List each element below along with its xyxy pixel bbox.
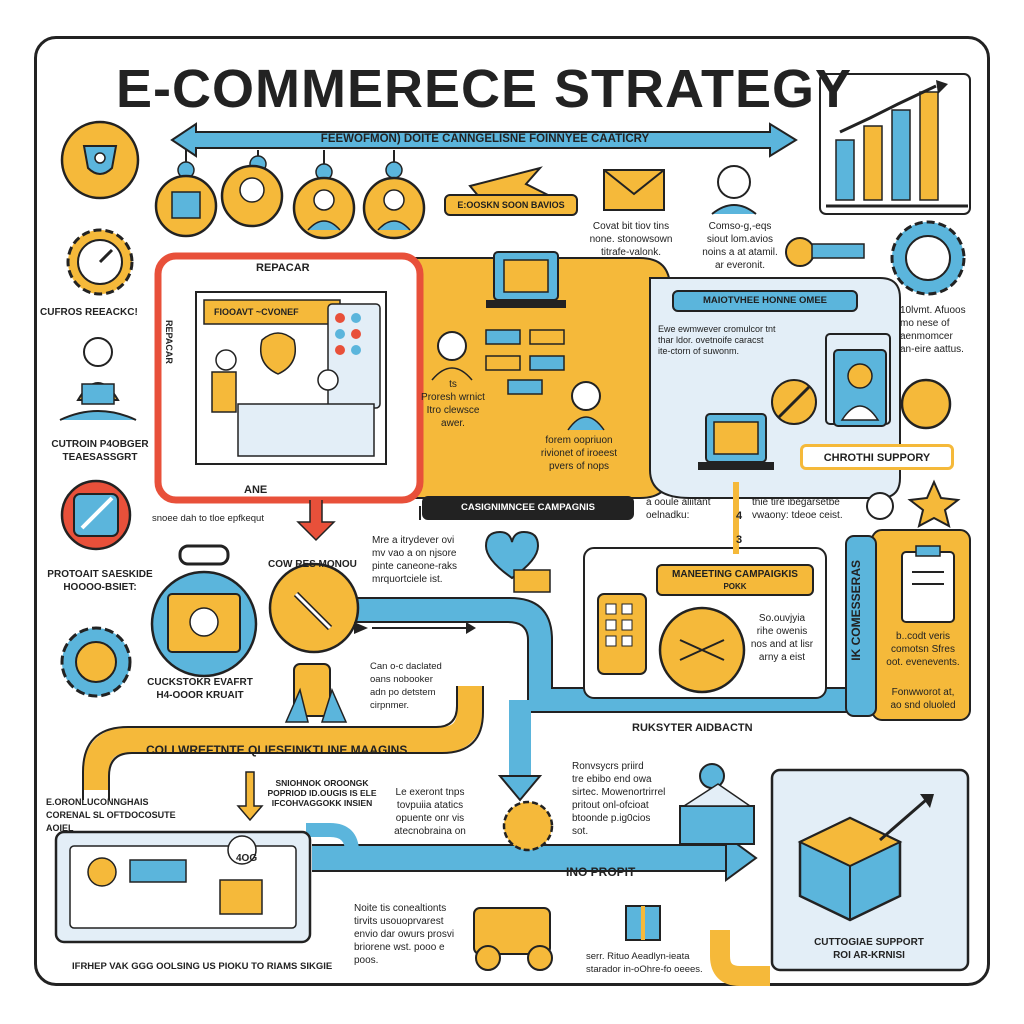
herps-text: serr. Rituo Aeadlyn-ieata starador in-oO… (586, 951, 703, 975)
comso-text: Comso-g,-eqs siout lom.avios noins a at … (702, 221, 778, 271)
cube-arrows-icon (797, 794, 934, 922)
g-badge: 4OG (236, 853, 258, 864)
medallion-row (154, 150, 426, 240)
ewe-text: Ewe ewmwever cromulcor tnt thar ldor. ov… (658, 324, 776, 356)
vertical-strip-label: IK COMESSERAS (849, 560, 863, 661)
gift-box-icon (625, 905, 661, 941)
compass-icon (502, 800, 554, 852)
certificate-portrait-icon (825, 333, 891, 427)
thie-tire-text: thie tire ibegarsetbe vwaony: tdeoe ceis… (752, 497, 843, 521)
customer-research-label: CUFROS REEACKC! (40, 307, 138, 318)
delivery-truck-icon (473, 907, 553, 971)
person-laptop-icon (59, 337, 137, 421)
pipe-arrowhead-1 (354, 622, 368, 634)
eronun-label: E.ORONLUCONNGHAIS CORENAL SL OFTDOCOSUTE… (46, 797, 176, 833)
protoait-label: PROTOAIT SAESKIDE HOOOO-BSIET: (47, 569, 153, 593)
shop-scene-illustration (195, 291, 387, 465)
tolvmt-text: 10lvmt. Afuoos mo nese of aenmomcer an-e… (900, 305, 966, 355)
center-right-monitor-icon (698, 413, 774, 470)
step-one-marker: 4 (736, 510, 743, 522)
cuckstokr-label: CUCKSTOKR EVAFRT H4-OOOR KRUAIT (147, 677, 253, 701)
marketing-campaigns-sub: POKK (723, 582, 747, 591)
dial-icon (890, 220, 966, 296)
yellow-pipe-lower (83, 686, 483, 790)
cutroin-label: CUTROIN P4OBGER TEAESASSGRT (51, 439, 149, 463)
marketing-campaigns-box: MANEETING CAMPAIGKIS POKK (656, 564, 814, 596)
mre-text: Mre a itrydever ovi mv vao a on njsore p… (372, 535, 458, 585)
pipe-arrowhead-2 (466, 622, 476, 634)
trophy-emblem-icon (60, 120, 140, 200)
cowres-label: COW RES MONOU (268, 559, 357, 570)
house-icon (866, 492, 894, 520)
casignimncee-box: CASIGNIMNCEE CAMPAGNIS (422, 496, 634, 520)
footer-text: IFRHEP VAK GGG OOLSING US PIOKU TO RIAMS… (72, 961, 333, 972)
wrench-circle-icon (268, 562, 360, 654)
panel-sign: FIOOAVT ~CVONEF (214, 307, 299, 317)
screen-content (87, 835, 263, 915)
person-head-icon (711, 165, 757, 215)
panel-caption: ANE (244, 484, 268, 496)
top-banner-arrow (170, 122, 798, 158)
blue-flow-pipe-upper-outline (330, 540, 893, 713)
top-banner-text: FEEWOFMON) DOITE CANNGELISNE FOINNYEE CA… (320, 133, 650, 145)
dollar-coin-icon (900, 378, 952, 430)
b-codt-text: b..codt veris comotsn Sfres oot. eveneve… (886, 631, 960, 668)
red-down-arrow (296, 500, 336, 542)
can-oc-text: Can o-c daclated oans nobooker adn po de… (370, 661, 442, 711)
yellow-small-down-arrow (236, 771, 264, 822)
collwreftnte-label: COLLWREFTNTE QLIESEINKTLINE MAAGINS (146, 743, 408, 757)
envelope-icon (603, 169, 665, 211)
marketing-campaigns-title: MANEETING CAMPAIGKIS (672, 569, 798, 580)
clipboard-icon (901, 545, 955, 623)
blue-down-arrowhead (497, 775, 543, 802)
maiotvhee-box: MAIOTVHEE HONNE OMEE (672, 290, 858, 312)
blue-right-vertical (845, 535, 877, 717)
hands-phone-icon (284, 663, 348, 723)
outer-frame (34, 36, 990, 986)
ruksyter-label: RUKSYTER AIDBACTN (632, 722, 753, 734)
panel-vertical-label: REPACAR (164, 320, 174, 364)
bar-chart-growth-icon (819, 73, 971, 215)
ronvsycrs-text: Ronvsycrs priird tre ebibo end owa sirte… (572, 761, 666, 837)
cuttogiae-label: CUTTOGIAE SUPPORT ROI AR-KRNISI (814, 937, 924, 961)
forwworot-text: Fonwworot at, ao snd oluoled (890, 687, 956, 711)
keypad-phone-icon (597, 593, 647, 675)
star-icon (907, 479, 961, 528)
sniohnok-text: SNIOHNOK OROONGK POPRIOD ID.OUGIS IS ELE… (267, 778, 377, 808)
gear-gauge-icon (66, 228, 134, 296)
key-icon (785, 237, 865, 267)
no-phone-icon (771, 379, 817, 425)
prorest-text: ts Proresh wrnict Itro clewsce awer. (421, 379, 485, 429)
heart-icon (484, 530, 551, 593)
so-ouvjyia-text: So.ouvjyia rihe owenis nos and at lisr a… (750, 613, 814, 663)
monitor-icon (150, 544, 258, 678)
yellow-pipe-lower-outline (82, 686, 484, 800)
page-title: E-COMMERECE STRATEGY (116, 59, 853, 119)
person-computer-icon (679, 763, 755, 845)
e-search-box: E:OOSKN SOON BAVIOS (444, 194, 578, 216)
tools-icon (60, 479, 132, 551)
blue-flow-pipe-upper (330, 560, 892, 712)
network-icons (431, 329, 605, 431)
chroth-support-box: CHROTHI SUPPORY (800, 444, 954, 470)
noite-text: Noite tis conealtionts tirvits usouoprva… (354, 903, 455, 966)
gear-icon (60, 626, 132, 698)
forem-text: forem oopriuon rivionet of iroeest pvers… (540, 435, 618, 472)
a-coolie-text: a ooule aliitant oelnadku: (646, 497, 711, 521)
yellow-pipe-right-bottom (710, 930, 770, 986)
center-top-monitor-icon (486, 251, 566, 308)
sncee-text: snoee dah to tloe epfkequt (152, 513, 264, 524)
ino-propit-arrowhead (725, 834, 758, 882)
drone-circle-icon (658, 606, 746, 694)
step-two-marker: 3 (736, 534, 743, 546)
le-exeront-text: Le exeront tnps tovpuiia atatics opuente… (394, 787, 466, 837)
ino-profit-label: INO PROPIT (566, 865, 636, 879)
panel-title: REPACAR (256, 262, 310, 274)
covat-text: Covat bit tiov tins none. stonowsown tit… (589, 221, 673, 258)
blue-pipe-left-down (306, 823, 359, 853)
